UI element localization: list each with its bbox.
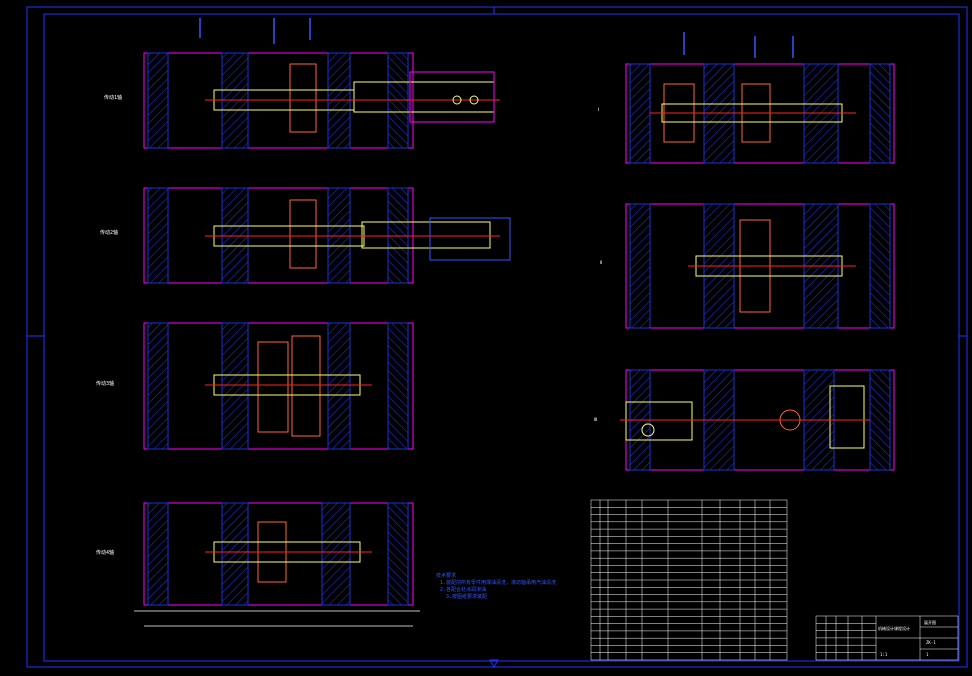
- notes-title: 技术要求: [436, 573, 457, 579]
- notes-line-1: 1.装配前所有零件用煤油清洗，滚动轴承用汽油清洗: [440, 580, 557, 586]
- left-view-2: [143, 187, 511, 284]
- title-block-scale: 1:1: [880, 652, 888, 657]
- right-view-2-label: Ⅱ: [600, 260, 603, 266]
- top-markers: [199, 18, 794, 58]
- notes-line-2: 2.各配合处涂润滑油: [440, 587, 487, 593]
- left-view-4: [134, 502, 420, 627]
- bottom-center-mark: [489, 659, 499, 669]
- sheet-border: [26, 6, 968, 668]
- right-view-1-label: Ⅰ: [598, 107, 600, 113]
- notes-line-3: 3.按图纸要求装配: [446, 594, 488, 600]
- inner-frame: [43, 13, 960, 662]
- left-view-3: [143, 322, 414, 450]
- left-view-2-label: 传动2轴: [100, 230, 119, 236]
- left-view-1-label: 传动1轴: [104, 95, 123, 101]
- title-block-drawing-name: 展开图: [924, 620, 936, 625]
- left-view-1: [143, 52, 500, 149]
- left-view-4-label: 传动4轴: [96, 550, 115, 556]
- title-block-drawing-no: ZK-1: [926, 640, 936, 645]
- right-view-1: [625, 63, 895, 164]
- parts-list: [590, 499, 788, 661]
- title-block-company: 机械设计课程设计: [878, 626, 910, 631]
- left-view-3-label: 传动3轴: [96, 381, 115, 387]
- title-block: [815, 615, 959, 661]
- right-view-3: [620, 369, 895, 471]
- right-view-2: [625, 203, 895, 329]
- title-block-sheet: 1: [926, 652, 929, 657]
- right-view-3-label: Ⅲ: [594, 417, 598, 423]
